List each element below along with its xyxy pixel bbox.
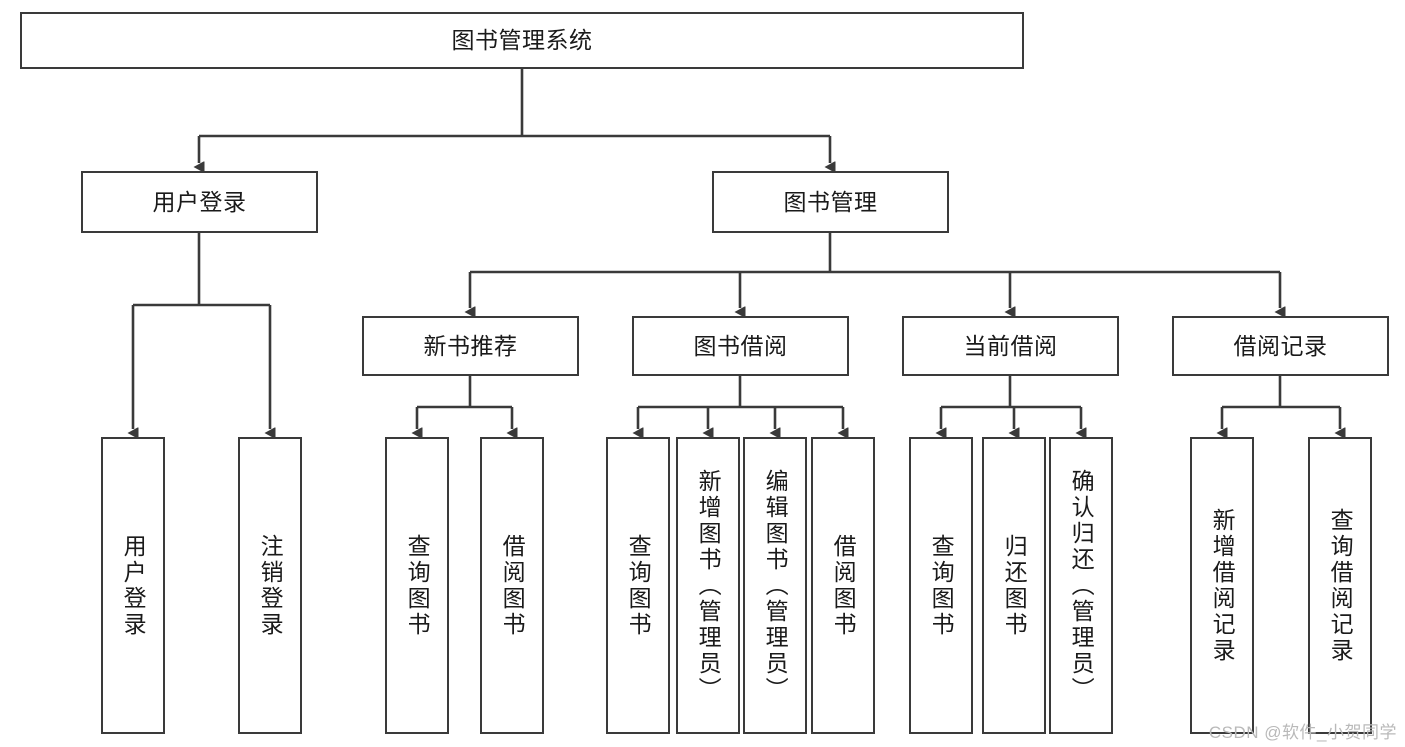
watermark-text: CSDN @软件_小贺同学 [1208, 723, 1397, 742]
node-leaf-query-book-3[interactable]: 查询图书 [909, 437, 973, 734]
node-book-manage[interactable]: 图书管理 [712, 171, 949, 233]
node-leaf-add-book-label: 新增图书（管理员） [695, 468, 722, 703]
node-leaf-add-record[interactable]: 新增借阅记录 [1190, 437, 1254, 734]
node-book-borrow-label: 图书借阅 [693, 332, 788, 359]
node-leaf-query-book-2[interactable]: 查询图书 [606, 437, 670, 734]
node-leaf-borrow-book-1-label: 借阅图书 [499, 533, 526, 638]
node-leaf-edit-book[interactable]: 编辑图书（管理员） [743, 437, 807, 734]
node-root[interactable]: 图书管理系统 [20, 12, 1024, 69]
node-leaf-query-book-1[interactable]: 查询图书 [385, 437, 449, 734]
node-leaf-confirm-return[interactable]: 确认归还（管理员） [1049, 437, 1113, 734]
node-new-book-recommend-label: 新书推荐 [423, 332, 518, 359]
node-leaf-logout-label: 注销登录 [257, 533, 284, 638]
node-leaf-logout[interactable]: 注销登录 [238, 437, 302, 734]
node-leaf-query-record-label: 查询借阅记录 [1327, 507, 1354, 664]
node-leaf-return-book[interactable]: 归还图书 [982, 437, 1046, 734]
node-user-login-label: 用户登录 [152, 188, 247, 215]
node-book-manage-label: 图书管理 [783, 188, 878, 215]
node-leaf-borrow-book-2-label: 借阅图书 [830, 533, 857, 638]
node-leaf-confirm-return-label: 确认归还（管理员） [1068, 468, 1095, 703]
node-leaf-edit-book-label: 编辑图书（管理员） [762, 468, 789, 703]
node-borrow-record[interactable]: 借阅记录 [1172, 316, 1389, 376]
node-book-borrow[interactable]: 图书借阅 [632, 316, 849, 376]
node-leaf-query-book-3-label: 查询图书 [928, 533, 955, 638]
node-leaf-query-record[interactable]: 查询借阅记录 [1308, 437, 1372, 734]
node-leaf-user-login-label: 用户登录 [120, 533, 147, 638]
node-leaf-user-login[interactable]: 用户登录 [101, 437, 165, 734]
node-user-login[interactable]: 用户登录 [81, 171, 318, 233]
node-leaf-add-record-label: 新增借阅记录 [1209, 507, 1236, 664]
node-current-borrow-label: 当前借阅 [963, 332, 1058, 359]
node-current-borrow[interactable]: 当前借阅 [902, 316, 1119, 376]
node-leaf-add-book[interactable]: 新增图书（管理员） [676, 437, 740, 734]
node-leaf-borrow-book-2[interactable]: 借阅图书 [811, 437, 875, 734]
node-new-book-recommend[interactable]: 新书推荐 [362, 316, 579, 376]
node-leaf-query-book-1-label: 查询图书 [404, 533, 431, 638]
node-borrow-record-label: 借阅记录 [1233, 332, 1328, 359]
node-leaf-return-book-label: 归还图书 [1001, 533, 1028, 638]
node-root-label: 图书管理系统 [451, 27, 593, 53]
node-leaf-query-book-2-label: 查询图书 [625, 533, 652, 638]
node-leaf-borrow-book-1[interactable]: 借阅图书 [480, 437, 544, 734]
